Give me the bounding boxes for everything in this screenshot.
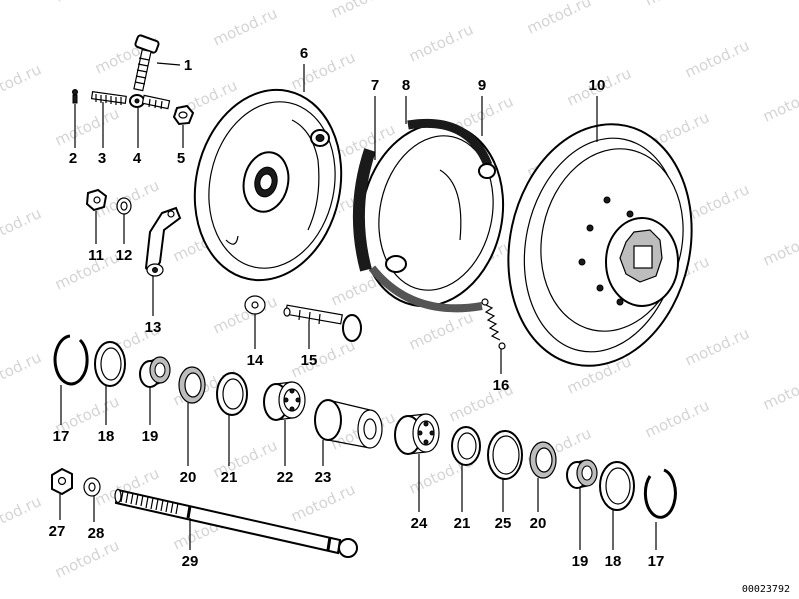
watermark-text: motod.ru xyxy=(760,368,799,413)
callout-label-p2: 2 xyxy=(69,150,77,167)
part-27-nut xyxy=(51,467,73,496)
part-22-bearing xyxy=(263,381,306,421)
callout-label-p20b: 20 xyxy=(530,515,547,532)
part-13-brake-lever xyxy=(144,206,182,277)
part-25-ring xyxy=(487,430,523,480)
watermark-text: motod.ru xyxy=(52,536,122,581)
part-3-threaded-rod xyxy=(90,90,127,105)
callout-label-p4: 4 xyxy=(133,150,142,167)
part-28-washer xyxy=(83,477,101,497)
callout-label-p15: 15 xyxy=(301,352,318,369)
part-17-circlip-left xyxy=(53,334,89,386)
watermark-text: motod.ru xyxy=(760,80,799,125)
watermark-text: motod.ru xyxy=(210,4,280,49)
watermark-text: motod.ru xyxy=(642,0,712,10)
callout-label-p27: 27 xyxy=(49,523,66,540)
callout-label-p21a: 21 xyxy=(221,469,238,486)
callout-label-p23: 23 xyxy=(315,469,332,486)
part-19-bushing-left xyxy=(139,356,171,388)
part-6-backing-plate xyxy=(193,88,343,282)
callout-label-p17a: 17 xyxy=(53,428,70,445)
part-18-ring-left xyxy=(94,341,126,387)
part-12-washer xyxy=(116,197,132,215)
part-23-spacer-sleeve xyxy=(314,399,383,449)
callout-label-p10: 10 xyxy=(589,77,606,94)
callout-label-p18b: 18 xyxy=(605,553,622,570)
part-7-8-9-brake-shoes xyxy=(352,118,505,313)
callout-label-p24: 24 xyxy=(411,515,428,532)
watermark-text: motod.ru xyxy=(0,492,44,537)
callout-label-p25: 25 xyxy=(495,515,512,532)
callout-label-p16: 16 xyxy=(493,377,510,394)
reference-number: 00023792 xyxy=(742,584,790,595)
callout-label-p19b: 19 xyxy=(572,553,589,570)
callout-label-p12: 12 xyxy=(116,247,133,264)
watermark-text: motod.ru xyxy=(288,48,358,93)
callout-label-p6: 6 xyxy=(300,45,308,62)
callout-label-p22: 22 xyxy=(277,469,294,486)
callout-label-p1: 1 xyxy=(184,57,192,74)
callout-label-p3: 3 xyxy=(98,150,106,167)
part-21-shim-right xyxy=(451,426,481,466)
callout-label-p11: 11 xyxy=(88,247,104,264)
watermark-text: motod.ru xyxy=(288,336,358,381)
watermark-text: motod.ru xyxy=(682,36,752,81)
watermark-text: motod.ru xyxy=(328,0,398,22)
part-24-bearing xyxy=(394,413,440,455)
watermark-text: motod.ru xyxy=(760,224,799,269)
callout-label-p17b: 17 xyxy=(648,553,665,570)
part-15-cam-shaft xyxy=(283,304,362,342)
part-20-seal-right xyxy=(529,441,557,479)
callout-label-p5: 5 xyxy=(177,150,185,167)
part-11-nut xyxy=(85,188,108,212)
watermark-text: motod.ru xyxy=(52,0,122,6)
leader-line-p1 xyxy=(156,62,181,66)
part-14-washer xyxy=(244,295,266,315)
watermark-text: motod.ru xyxy=(682,180,752,225)
callout-label-p7: 7 xyxy=(371,77,379,94)
watermark-text: motod.ru xyxy=(52,104,122,149)
watermark-text: motod.ru xyxy=(0,60,44,105)
part-2-pin xyxy=(72,89,78,104)
callout-label-p18a: 18 xyxy=(98,428,115,445)
watermark-text: motod.ru xyxy=(406,308,476,353)
callout-label-p21b: 21 xyxy=(454,515,471,532)
watermark-text: motod.ru xyxy=(406,20,476,65)
part-19-bushing-right xyxy=(566,459,598,489)
part-1-bolt xyxy=(133,34,160,92)
callout-label-p20a: 20 xyxy=(180,469,197,486)
watermark-text: motod.ru xyxy=(524,0,594,38)
watermark-text: motod.ru xyxy=(682,324,752,369)
part-17-circlip-right xyxy=(643,468,677,519)
watermark-text: motod.ru xyxy=(288,480,358,525)
part-4-eye-bolt xyxy=(129,94,171,110)
part-5-nut xyxy=(172,104,195,126)
watermark-text: motod.ru xyxy=(0,204,44,249)
callout-label-p13: 13 xyxy=(145,319,162,336)
part-16-spring xyxy=(481,298,506,350)
callout-label-p9: 9 xyxy=(478,77,486,94)
part-20-seal-left xyxy=(178,366,206,404)
callout-label-p29: 29 xyxy=(182,553,199,570)
watermark-text: motod.ru xyxy=(210,292,280,337)
part-18-ring-right xyxy=(599,461,635,511)
watermark-text: motod.ru xyxy=(642,396,712,441)
part-10-brake-drum xyxy=(507,123,693,367)
callout-label-p8: 8 xyxy=(402,77,410,94)
watermark-text: motod.ru xyxy=(0,348,44,393)
callout-label-p14: 14 xyxy=(247,352,264,369)
callout-label-p19a: 19 xyxy=(142,428,159,445)
part-29-axle xyxy=(114,488,358,558)
part-21-shim-left xyxy=(216,372,248,416)
watermark-text: motod.ru xyxy=(52,248,122,293)
callout-label-p28: 28 xyxy=(88,525,105,542)
